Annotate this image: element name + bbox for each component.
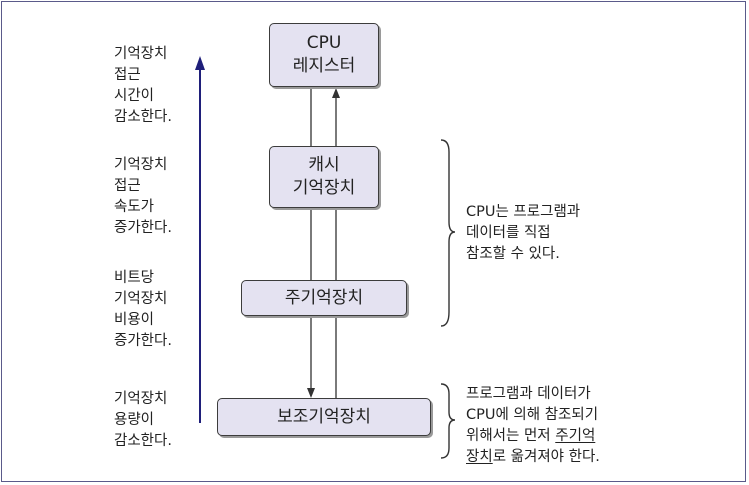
label-access-time: 기억장치 접근 시간이 감소한다. [114,46,172,125]
label-access-speed: 기억장치 접근 속도가 증가한다. [114,157,172,236]
secondary-memory-box: 보조기억장치 [217,398,431,436]
note-direct-access: CPU는 프로그램과 데이터를 직접 참조할 수 있다. [466,204,581,262]
right-brace-upper [440,139,456,327]
cpu-register-box: CPU 레지스터 [269,23,379,87]
cache-memory-box: 캐시 기억장치 [269,146,379,208]
note-secondary-prefix: 프로그램과 데이터가 CPU에 의해 참조되기 위해서는 먼저 [466,386,599,444]
hierarchy-up-arrow-icon [195,56,205,423]
note-main-memory-underline-1: 주기억 [555,428,596,444]
note-main-memory-underline-2: 장치 [466,449,493,465]
right-brace-lower [440,383,456,459]
note-secondary-suffix: 로 옮겨져야 한다. [492,449,600,465]
label-capacity: 기억장치 용량이 감소한다. [114,391,172,449]
up-arrow-icon [332,88,340,398]
main-memory-box: 주기억장치 [241,280,407,316]
label-cost-per-bit: 비트당 기억장치 비용이 증가한다. [114,270,172,349]
down-arrow-icon [307,88,315,398]
